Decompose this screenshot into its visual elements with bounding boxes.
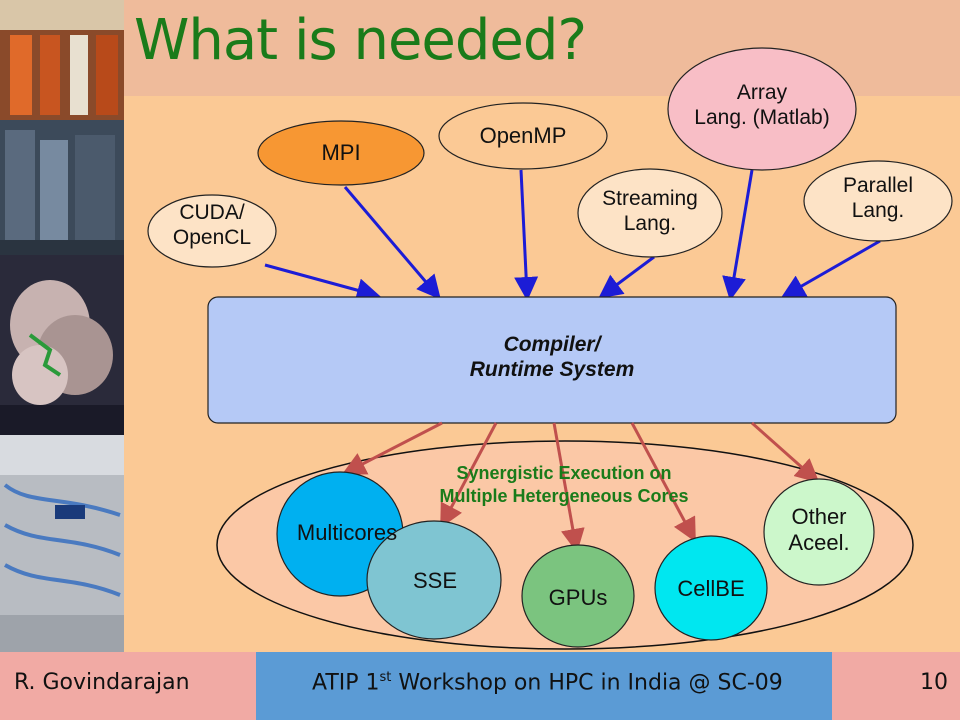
arrow-mpi-to-compiler [343,186,441,300]
compiler-runtime-box [207,296,897,424]
sse-ellipse [366,520,502,640]
arrow-compiler-to-cellbe [630,422,696,543]
openmp-label: OpenMP [479,123,567,148]
mpi-label: MPI [321,140,361,165]
molecule-visualization-photo [0,255,124,435]
other-accel-label: Other Aceel. [788,504,850,556]
footer-page-panel [832,652,960,720]
sse-label: SSE [412,568,458,593]
arrow-compiler-to-sse [440,422,498,529]
other-accel-ellipse [763,478,875,586]
openmp-ellipse [438,102,608,170]
mpi-ellipse [257,120,425,186]
array-lang-label: Array Lang. (Matlab) [694,81,830,130]
cuda-opencl-ellipse [147,194,277,268]
cellbe-label: CellBE [677,576,745,601]
cluster-rack-photo [0,435,124,652]
arrow-cuda-to-compiler [264,263,381,302]
photo-strip [0,0,124,652]
footer-event-panel [256,652,832,720]
footer-event: ATIP 1st Workshop on HPC in India @ SC-0… [312,670,783,696]
footer-author-panel [0,652,256,720]
cuda-opencl-label: CUDA/ OpenCL [172,201,252,250]
diagram-canvas [147,47,953,650]
compiler-runtime-label: Compiler/ Runtime System [469,333,635,382]
arrow-compiler-to-gpus [552,422,585,553]
server-room-photo [0,0,124,120]
footer-author: R. Govindarajan [14,670,190,695]
arrow-array-to-compiler [722,169,754,301]
streaming-ellipse [577,168,723,258]
arrow-compiler-to-multicores [341,421,443,475]
parallel-lang-label: Parallel Lang. [842,174,914,223]
datacenter-photo [0,120,124,255]
arrow-streaming-to-compiler [598,255,655,299]
execution-caption: Synergistic Execution on Multiple Heterg… [439,463,689,507]
arrow-openmp-to-compiler [514,169,539,301]
parallel-lang-ellipse [803,160,953,242]
cellbe-ellipse [654,535,768,641]
streaming-label: Streaming Lang. [602,187,698,236]
gpus-label: GPUs [548,585,608,610]
gpus-ellipse [521,544,635,648]
slide-title: What is needed? [134,8,587,73]
multicores-label: Multicores [296,520,398,545]
page-number: 10 [920,670,948,695]
arrow-parallel-to-compiler [780,239,881,298]
arrow-compiler-to-other [751,421,820,483]
array-lang-ellipse [667,47,857,171]
